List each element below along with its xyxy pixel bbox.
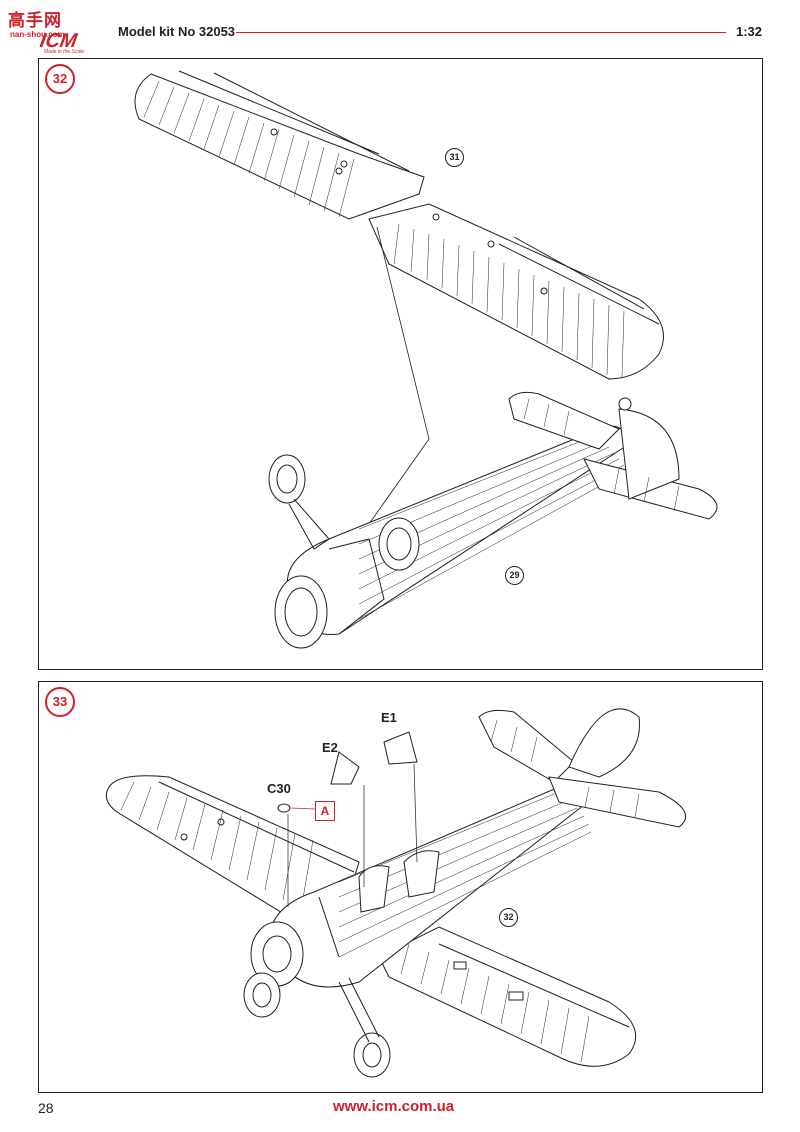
part-label-e2: E2	[322, 740, 338, 755]
model-kit-label: Model kit No 32053	[118, 24, 236, 39]
upper-wing-right	[368, 203, 664, 380]
part-label-e1: E1	[381, 710, 397, 725]
step-33-badge: 33	[45, 687, 75, 717]
step-32-drawing	[134, 70, 718, 649]
logo-site-text: nan-shou.com	[10, 30, 65, 39]
landing-gear	[268, 454, 420, 571]
logo-cn-text: 高手网	[8, 11, 62, 31]
ref-29: 29	[505, 566, 524, 585]
fuselage-32	[250, 783, 595, 988]
page-header: 高手网 nan-shou.com ICM Made in the Scale M…	[0, 0, 800, 60]
ref-32: 32	[499, 908, 518, 927]
ref-31: 31	[445, 148, 464, 167]
landing-gear	[243, 972, 391, 1078]
part-e1-shape	[383, 731, 418, 765]
footer-url[interactable]: www.icm.com.ua	[333, 1098, 455, 1115]
fuselage-29	[274, 425, 630, 649]
callout-a: A	[315, 801, 335, 821]
lower-wing-right	[378, 926, 637, 1067]
step-33-panel: 33 E1 E2 C30 A 32	[38, 681, 763, 1093]
tail-assembly	[478, 708, 687, 828]
part-label-c30: C30	[267, 781, 291, 796]
part-c30-shape	[277, 803, 291, 813]
logo-tagline: Made in the Scale	[44, 49, 85, 55]
part-e2-shape	[330, 751, 360, 785]
header-rule	[236, 32, 726, 33]
icm-logo: 高手网 nan-shou.com ICM Made in the Scale	[4, 4, 108, 56]
step-33-drawing	[105, 708, 687, 1078]
scale-label: 1:32	[736, 24, 763, 39]
step-32-badge: 32	[45, 64, 75, 94]
step-32-panel: 32 31 29	[38, 58, 763, 670]
page-number: 28	[38, 1100, 54, 1116]
upper-wing-left	[134, 70, 425, 220]
tail-plane	[508, 391, 718, 520]
